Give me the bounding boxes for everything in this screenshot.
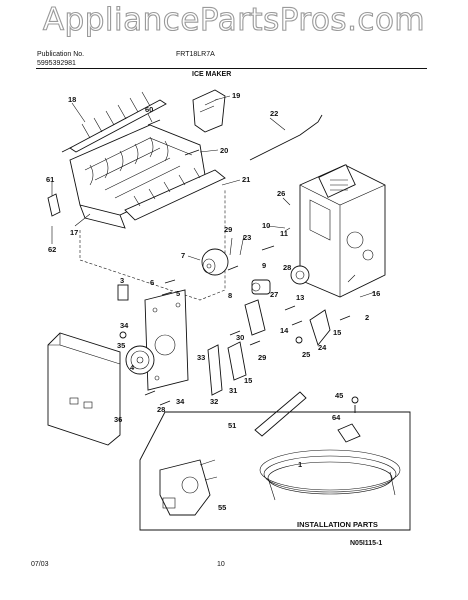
callout: 33 [197,353,205,362]
installation-box-title: INSTALLATION PARTS [297,520,378,529]
mold-cover [192,89,226,133]
page-number: 10 [217,561,225,568]
callout: 24 [318,343,327,352]
callout: 26 [277,189,285,198]
callout: 25 [302,350,310,359]
callout: 27 [270,290,278,299]
callout: 28 [157,405,165,414]
callout: 1 [298,460,302,469]
callout: 34 [120,321,129,330]
callout: 64 [332,413,341,422]
front-cover [47,332,121,446]
callout: 32 [210,397,218,406]
drive-motor [201,248,229,276]
callout: 11 [280,229,288,238]
callout: 36 [114,415,122,424]
callout: 4 [130,363,135,372]
leader-lines [51,95,376,298]
callout: 15 [333,328,341,337]
callout: 21 [242,175,250,184]
bracket-clip [227,341,247,381]
callout: 17 [70,228,78,237]
callout: 55 [218,503,226,512]
linkage [244,299,266,336]
drive-gear [125,345,155,375]
callout: 20 [220,146,228,155]
callout-labels: 18 60 19 22 20 21 61 17 62 26 10 11 23 2… [46,91,380,529]
callout: 7 [181,251,185,260]
callout: 15 [244,376,252,385]
callout: 8 [228,291,232,300]
callout: 61 [46,175,54,184]
ice-mold [69,124,206,229]
thermostat [251,279,271,295]
callout: 28 [283,263,291,272]
callout: 51 [228,421,236,430]
callout: 2 [365,313,369,322]
callout: 16 [372,289,380,298]
callout: 30 [236,333,244,342]
switch [290,265,310,285]
callout: 29 [258,353,266,362]
tube-clamp [337,423,361,443]
ejector-rake [61,91,167,153]
callout: 5 [176,289,180,298]
footer-date: 07/03 [31,561,49,568]
control-housing [299,164,386,298]
shutoff-arm [249,114,323,161]
installation-parts-box [139,411,411,531]
publication-number: 5995392981 [37,60,76,67]
section-title: ICE MAKER [192,71,232,78]
mounting-bracket [47,193,61,217]
watermark: AppliancePartsPros.com [42,1,426,38]
callout: 45 [335,391,343,400]
mounting-plate [144,289,189,391]
bracket [207,344,223,396]
callout: 60 [145,105,153,114]
callout: 14 [280,326,289,335]
callout: 31 [229,386,237,395]
callout: 62 [48,245,56,254]
fill-tube [254,391,307,437]
screws [51,119,359,413]
callout: 13 [296,293,304,302]
lever [309,309,331,346]
callout: 23 [243,233,251,242]
heater-strip [124,167,226,221]
header-rule [36,68,427,69]
callout: 6 [150,278,154,287]
callout: 34 [176,397,185,406]
publication-label: Publication No. [37,51,85,58]
callout: 22 [270,109,278,118]
callout: 10 [262,221,270,230]
callout: 19 [232,91,240,100]
model-number: FRT18LR7A [176,51,215,58]
callout: 35 [117,341,125,350]
callout: 29 [224,225,232,234]
small-insulator [117,284,129,301]
callout: 18 [68,95,76,104]
callout: 9 [262,261,266,270]
diagram-code: N05I115-1 [350,540,383,547]
callout: 3 [120,276,124,285]
